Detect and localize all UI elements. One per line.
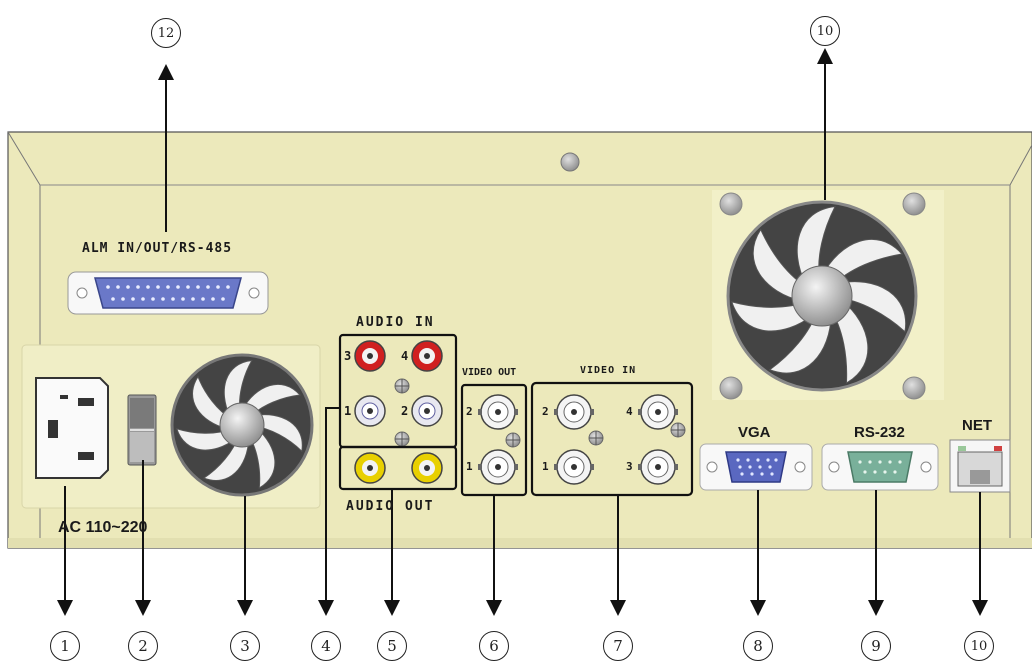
small-fan bbox=[170, 353, 314, 497]
video-in-bnc-4[interactable] bbox=[638, 394, 678, 430]
audio-in-number-3: 3 bbox=[344, 349, 352, 363]
video-in-bnc-3[interactable] bbox=[638, 449, 678, 485]
vga-label: VGA bbox=[738, 424, 771, 441]
callout-12: 12 bbox=[151, 18, 181, 48]
audio-in-jack-4[interactable] bbox=[411, 340, 443, 372]
video-out-bnc-1[interactable] bbox=[478, 449, 518, 485]
video-in-number-3: 3 bbox=[626, 460, 633, 473]
audio-out-label: AUDIO OUT bbox=[346, 499, 435, 514]
video-in-label: VIDEO IN bbox=[580, 365, 637, 376]
audio-in-number-4: 4 bbox=[401, 349, 409, 363]
video-in-group bbox=[530, 381, 694, 497]
callout-8: 8 bbox=[743, 631, 773, 661]
callout-5: 5 bbox=[377, 631, 407, 661]
callout-1: 1 bbox=[50, 631, 80, 661]
ground-screw-icon bbox=[394, 378, 410, 447]
ground-screw-icon bbox=[588, 422, 686, 446]
callout-6: 6 bbox=[479, 631, 509, 661]
video-in-number-4: 4 bbox=[626, 405, 633, 418]
video-in-bnc-2[interactable] bbox=[554, 394, 594, 430]
large-fan bbox=[712, 190, 944, 400]
power-switch[interactable] bbox=[127, 394, 157, 466]
callout-7: 7 bbox=[603, 631, 633, 661]
audio-in-jack-3[interactable] bbox=[354, 340, 386, 372]
video-out-number-1: 1 bbox=[466, 460, 473, 473]
video-in-number-1: 1 bbox=[542, 460, 549, 473]
audio-in-number-2: 2 bbox=[401, 404, 409, 418]
audio-in-jack-1[interactable] bbox=[354, 395, 386, 427]
rs232-label: RS-232 bbox=[854, 424, 905, 441]
callout-10-top: 10 bbox=[810, 16, 840, 46]
audio-in-label: AUDIO IN bbox=[356, 315, 435, 330]
net-label: NET bbox=[962, 417, 992, 434]
audio-out-group bbox=[338, 445, 458, 491]
callout-9: 9 bbox=[861, 631, 891, 661]
video-in-bnc-1[interactable] bbox=[554, 449, 594, 485]
callout-3: 3 bbox=[230, 631, 260, 661]
ac-power-socket[interactable] bbox=[35, 377, 109, 479]
audio-out-jack-2[interactable] bbox=[411, 452, 443, 484]
video-out-label: VIDEO OUT bbox=[462, 367, 517, 378]
audio-in-number-1: 1 bbox=[344, 404, 352, 418]
vga-port[interactable] bbox=[699, 443, 813, 491]
callout-2: 2 bbox=[128, 631, 158, 661]
alarm-db25-connector[interactable] bbox=[67, 271, 269, 315]
video-out-bnc-2[interactable] bbox=[478, 394, 518, 430]
ethernet-port[interactable] bbox=[949, 439, 1011, 493]
video-out-number-2: 2 bbox=[466, 405, 473, 418]
callout-lines bbox=[57, 48, 988, 616]
alarm-port-label: ALM IN/OUT/RS-485 bbox=[82, 241, 233, 256]
video-in-number-2: 2 bbox=[542, 405, 549, 418]
power-label: AC 110~220 bbox=[58, 519, 148, 536]
ground-screw-icon bbox=[505, 432, 521, 448]
callout-4: 4 bbox=[311, 631, 341, 661]
audio-in-jack-2[interactable] bbox=[411, 395, 443, 427]
video-out-group bbox=[460, 383, 528, 497]
rs232-port[interactable] bbox=[821, 443, 939, 491]
audio-out-jack-1[interactable] bbox=[354, 452, 386, 484]
callout-10-bottom: 10 bbox=[964, 631, 994, 661]
